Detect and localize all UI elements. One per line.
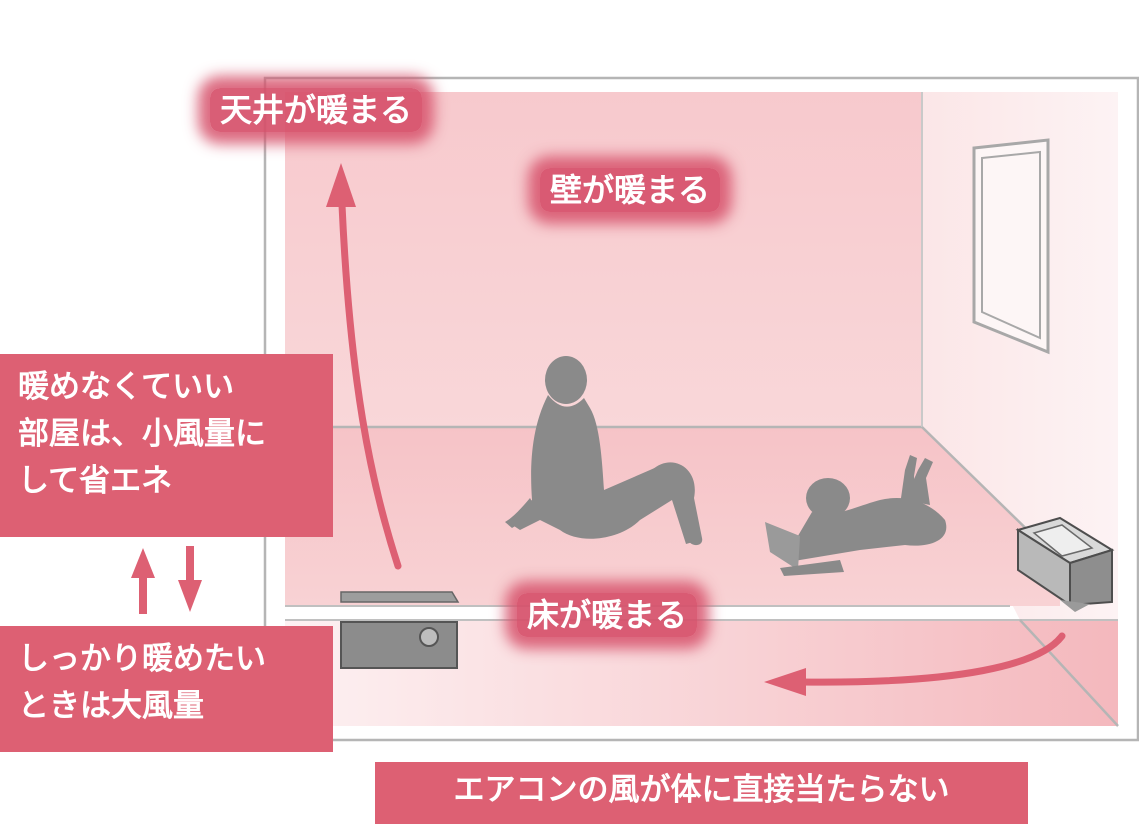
floor-vent-slot [340, 591, 460, 603]
airflow-floor-arrow [796, 632, 1066, 686]
floor-heater [340, 621, 458, 669]
airflow-up-arrow [338, 201, 402, 570]
ceiling-warms-label: 天井が暖まる [210, 88, 423, 132]
lying-person-silhouette [765, 455, 947, 576]
high-airflow-line-1: しっかり暖めたい [18, 641, 266, 677]
no-direct-wind-banner: エアコンの風が体に直接当たらない [375, 762, 1028, 824]
high-airflow-note: しっかり暖めたい ときは大風量 [0, 626, 333, 752]
low-airflow-note: 暖めなくていい 部屋は、小風量に して省エネ [0, 354, 333, 537]
floor-warms-label: 床が暖まる [517, 593, 698, 637]
low-airflow-line-3: して省エネ [18, 463, 173, 499]
high-airflow-line-2: ときは大風量 [18, 688, 204, 724]
low-airflow-line-2: 部屋は、小風量に [18, 416, 266, 452]
window [972, 138, 1050, 355]
air-conditioner-unit [1015, 516, 1115, 612]
floor [285, 427, 1060, 606]
airflow-toggle-arrows [131, 546, 202, 614]
low-airflow-line-1: 暖めなくていい [18, 369, 235, 405]
sitting-person-silhouette [505, 356, 703, 546]
back-wall [285, 92, 922, 427]
wall-warms-label: 壁が暖まる [540, 168, 721, 212]
